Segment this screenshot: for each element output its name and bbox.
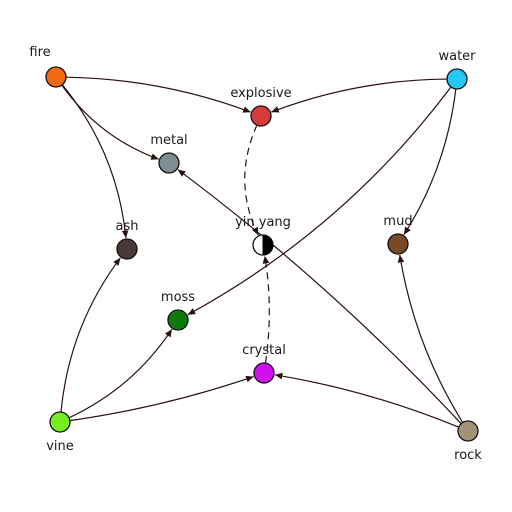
yin-yang-icon — [252, 234, 274, 256]
edge-vine-to-crystal — [69, 375, 254, 422]
ash-label: ash — [116, 219, 139, 234]
mud-node-circle — [387, 233, 409, 255]
node-explosive[interactable]: explosive — [230, 86, 292, 127]
rock-label: rock — [454, 448, 482, 463]
edge-explosive-to-yinyang — [244, 124, 259, 236]
explosive-label: explosive — [230, 86, 291, 101]
moss-label: moss — [161, 290, 195, 305]
node-moss[interactable]: moss — [161, 290, 195, 331]
explosive-node-circle — [250, 105, 272, 127]
edge-rock-to-metal — [177, 169, 462, 425]
node-mud[interactable]: mud — [383, 214, 413, 255]
water-label: water — [438, 49, 476, 64]
vine-label: vine — [46, 439, 74, 454]
fire-node-circle — [45, 66, 67, 88]
node-rock[interactable]: rock — [454, 420, 482, 463]
vine-node-circle — [49, 411, 71, 433]
edges-layer — [60, 76, 464, 428]
edge-vine-to-ash — [60, 257, 121, 413]
nodes-layer: fire water explosive metal ash yin yang mud mos… — [29, 45, 482, 463]
crystal-node-circle — [253, 362, 275, 384]
metal-node-circle — [158, 152, 180, 174]
crystal-label: crystal — [242, 343, 286, 358]
moss-node-circle — [167, 309, 189, 331]
yinyang-label: yin yang — [235, 215, 291, 230]
node-crystal[interactable]: crystal — [242, 343, 286, 384]
edge-water-to-moss — [187, 86, 452, 316]
edge-rock-to-mud — [397, 254, 464, 423]
node-ash[interactable]: ash — [116, 219, 139, 260]
metal-label: metal — [150, 133, 187, 148]
edge-vine-to-moss — [68, 328, 173, 419]
edge-water-to-mud — [403, 88, 457, 236]
ash-node-circle — [116, 238, 138, 260]
edge-fire-to-metal — [61, 84, 159, 160]
edge-fire-to-ash — [61, 84, 129, 239]
edge-rock-to-crystal — [274, 372, 459, 428]
water-node-circle — [446, 68, 468, 90]
mud-label: mud — [383, 214, 412, 229]
edge-water-to-explosive — [271, 78, 448, 113]
node-yinyang[interactable]: yin yang — [235, 215, 291, 256]
edge-crystal-to-yinyang — [262, 255, 270, 364]
fire-label: fire — [29, 45, 50, 60]
edge-fire-to-explosive — [65, 76, 251, 113]
node-vine[interactable]: vine — [46, 411, 74, 454]
node-metal[interactable]: metal — [150, 133, 188, 174]
rock-node-circle — [457, 420, 479, 442]
node-fire[interactable]: fire — [29, 45, 67, 88]
node-water[interactable]: water — [438, 49, 476, 90]
